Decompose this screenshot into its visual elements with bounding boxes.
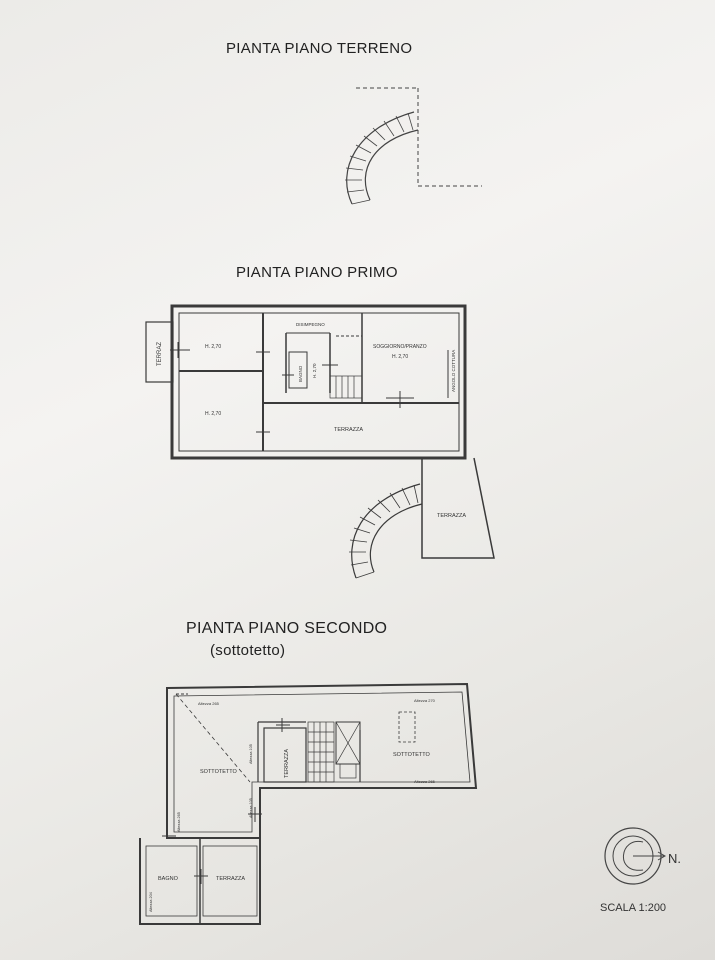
- label-terrazza-mid: TERRAZZA: [284, 749, 290, 778]
- label-angolo-cottura: ANGOLO COTTURA: [451, 350, 456, 392]
- first-floor-plan: [145, 304, 495, 579]
- first-floor-labels: TERRAZ H. 2,70 H. 2,70 DISIMPEGNO BAGNO …: [157, 322, 466, 519]
- first-floor-doors: [170, 342, 414, 440]
- label-bagno-2: BAGNO: [158, 876, 179, 882]
- label-bagno-h: H. 2,70: [312, 363, 317, 378]
- second-inner-stair: [307, 721, 335, 783]
- second-floor-plan: [139, 682, 478, 925]
- first-floor-title: PIANTA PIANO PRIMO: [236, 264, 398, 281]
- label-room-bottom-left-h: H. 2,70: [205, 411, 221, 417]
- ground-stair-treads: [345, 112, 414, 205]
- ground-floor-title: PIANTA PIANO TERRENO: [226, 40, 413, 57]
- label-terrazza-center: TERRAZZA: [334, 427, 363, 433]
- second-floor-subtitle: (sottotetto): [210, 642, 286, 659]
- north-arrow-icon: [604, 827, 667, 885]
- label-altezza-204: Altezza 204: [149, 892, 153, 912]
- label-sottotetto-right: SOTTOTETTO: [393, 752, 430, 758]
- first-stair-treads: [349, 484, 419, 579]
- label-terrazza-right: TERRAZZA: [437, 513, 466, 519]
- label-terrazza-left: TERRAZ: [157, 342, 163, 366]
- label-altezza-105: Altezza 105: [249, 744, 253, 764]
- label-disimpegno: DISIMPEGNO: [296, 322, 325, 327]
- north-label: N.: [668, 851, 681, 866]
- label-altezza-270: Altezza 270: [414, 698, 436, 703]
- label-altezza-265c: Altezza 265: [177, 812, 181, 832]
- scale-label: SCALA 1:200: [600, 902, 667, 914]
- label-soggiorno: SOGGIORNO/PRANZO: [373, 344, 427, 350]
- label-altezza-265b: Altezza 265: [414, 779, 436, 784]
- label-terrazza-bottom: TERRAZZA: [216, 876, 245, 882]
- label-room-top-left-h: H. 2,70: [205, 344, 221, 350]
- label-bagno: BAGNO: [298, 365, 303, 382]
- second-floor-labels: Altezza 265 Altezza 270 Altezza 105 Alte…: [149, 698, 436, 912]
- ground-floor-plan: [345, 87, 482, 205]
- label-altezza-105b: Altezza 105: [249, 798, 253, 818]
- label-sottotetto-left: SOTTOTETTO: [200, 769, 237, 775]
- label-soggiorno-h: H. 2,70: [392, 354, 408, 360]
- second-floor-doors: [162, 718, 290, 884]
- label-altezza-265: Altezza 265: [198, 701, 220, 706]
- second-floor-title: PIANTA PIANO SECONDO: [186, 620, 388, 637]
- first-inner-stair: [329, 375, 363, 399]
